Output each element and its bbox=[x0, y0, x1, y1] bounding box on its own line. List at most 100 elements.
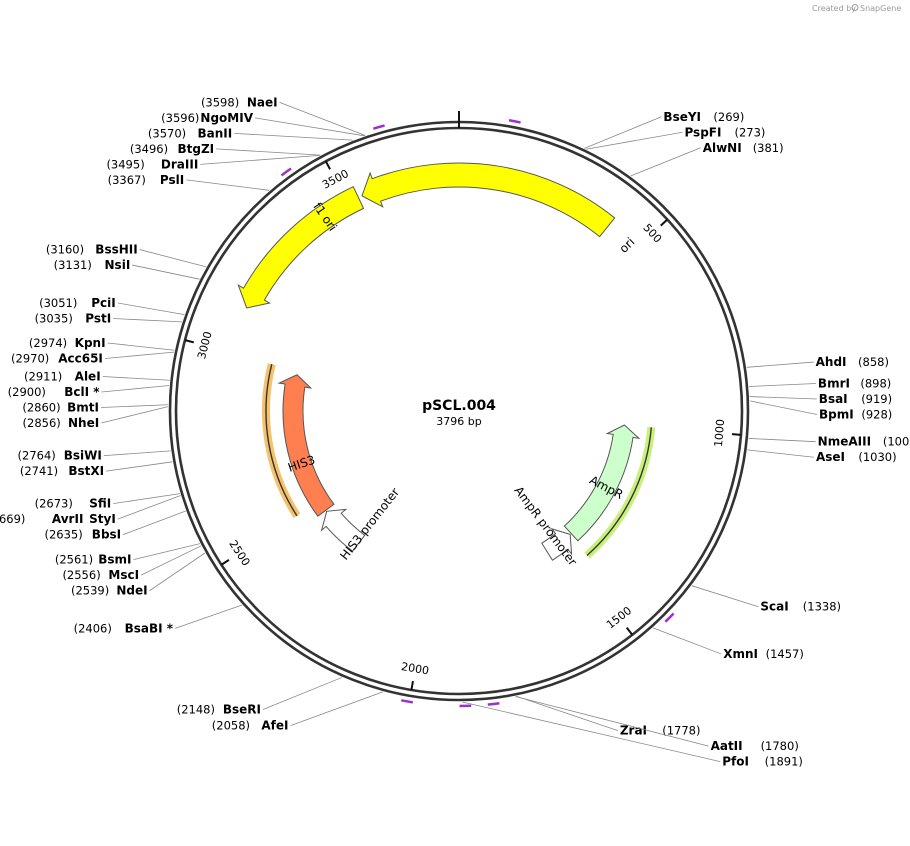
site-bmri-position: (898) bbox=[860, 377, 891, 391]
site-bstxi-leader bbox=[106, 461, 173, 472]
site-ndei-leader bbox=[149, 552, 206, 591]
tick-mark bbox=[184, 339, 194, 344]
site-bsshii-leader bbox=[139, 249, 207, 268]
site-bpmi-leader bbox=[749, 400, 818, 415]
site-pcii-position: (3051) bbox=[39, 296, 77, 310]
site-nmeaiii-leader bbox=[748, 438, 816, 443]
site-bbsi-leader bbox=[123, 510, 186, 535]
site-pfoi-leader bbox=[462, 701, 721, 762]
site-psti-name: PstI bbox=[85, 312, 111, 326]
site-alei-position: (2911) bbox=[24, 370, 62, 384]
primer-f1ori-f-mark bbox=[280, 167, 292, 177]
feature-ampr bbox=[563, 424, 641, 542]
site-bmti-name: BmtI bbox=[67, 401, 99, 415]
site-bpmi-position: (928) bbox=[861, 408, 892, 422]
site-sfii-name: SfiI bbox=[89, 497, 111, 511]
tick-mark bbox=[625, 627, 634, 636]
site-bsmi-leader bbox=[133, 543, 201, 561]
site-ndei-position: (2539) bbox=[71, 584, 109, 598]
site-bsshii-position: (3160) bbox=[46, 243, 84, 257]
tick-mark bbox=[324, 160, 331, 170]
site-acc65i-position: (2970) bbox=[11, 351, 49, 365]
site-bmti-leader bbox=[101, 404, 169, 408]
tick-mark bbox=[220, 559, 230, 566]
site-nsii-position: (3131) bbox=[54, 258, 92, 272]
site-ngomiv-name: NgoMIV bbox=[200, 111, 253, 125]
tick-label: 3500 bbox=[320, 167, 351, 192]
site-aatii-name: AatII bbox=[711, 739, 743, 753]
site-styi-leader bbox=[117, 495, 181, 520]
site-zrai-leader bbox=[516, 695, 618, 731]
site-bstxi-name: BstXI bbox=[68, 464, 104, 478]
site-scai-leader bbox=[691, 585, 759, 608]
site-pfoi-name: PfoI bbox=[722, 755, 749, 769]
site-pcii-leader bbox=[117, 302, 185, 315]
tick-mark bbox=[660, 218, 669, 227]
site-scai-name: ScaI bbox=[760, 600, 788, 614]
site-nmeaiii-position: (1006) bbox=[883, 435, 910, 449]
site-bsiwi-leader bbox=[103, 450, 171, 457]
site-alwni-leader bbox=[630, 147, 701, 177]
site-ahdi-leader bbox=[746, 361, 814, 368]
site-psti-position: (3035) bbox=[35, 312, 73, 326]
feature-his3-promoter bbox=[320, 508, 366, 552]
site-draiii-position: (3495) bbox=[106, 157, 144, 171]
site-naei-position: (3598) bbox=[201, 95, 239, 109]
site-bmri-name: BmrI bbox=[818, 377, 850, 391]
site-bsshii-name: BssHII bbox=[95, 243, 137, 257]
site-kpni-position: (2974) bbox=[29, 336, 67, 350]
site-zrai-position: (1778) bbox=[662, 724, 700, 738]
site-alei-leader bbox=[102, 376, 170, 381]
site-nsii-name: NsiI bbox=[105, 258, 131, 272]
site-bpmi-name: BpmI bbox=[819, 408, 854, 422]
site-afei-position: (2058) bbox=[212, 719, 250, 733]
site-bsiwi-name: BsiWI bbox=[64, 449, 102, 463]
site-btgzi-leader bbox=[216, 148, 321, 156]
primer-amp-r-mark bbox=[664, 612, 675, 623]
site-bmri-leader bbox=[748, 383, 816, 387]
primer-layer bbox=[280, 119, 675, 708]
site-bcli-position: (2900) bbox=[8, 385, 46, 399]
site-pspfi-leader bbox=[585, 131, 683, 150]
plasmid-length: 3796 bp bbox=[436, 415, 481, 428]
site-psli-name: PslI bbox=[160, 173, 184, 187]
site-bmti-position: (2860) bbox=[22, 401, 60, 415]
site-nmeaiii-name: NmeAIII bbox=[818, 435, 871, 449]
tick-mark bbox=[410, 680, 414, 691]
site-styi-name: StyI bbox=[89, 512, 116, 526]
site-psti-leader bbox=[113, 318, 182, 323]
site-bseyi-leader bbox=[584, 116, 662, 149]
site-nhei-name: NheI bbox=[68, 416, 99, 430]
site-bseyi-position: (269) bbox=[713, 110, 744, 124]
site-ahdi-position: (858) bbox=[858, 355, 889, 369]
credit-text: Created by bbox=[812, 4, 856, 13]
feature-ori-label: ori bbox=[617, 235, 638, 256]
site-alwni-name: AlwNI bbox=[703, 141, 742, 155]
site-pspfi-name: PspFI bbox=[684, 125, 721, 139]
site-pfoi-position: (1891) bbox=[765, 755, 803, 769]
site-bsmi-position: (2561) bbox=[55, 553, 93, 567]
site-draiii-leader bbox=[200, 154, 320, 165]
site-naei-name: NaeI bbox=[247, 95, 278, 109]
feature-f1-ori bbox=[237, 185, 365, 309]
site-pspfi-position: (273) bbox=[734, 125, 765, 139]
site-bcli-leader bbox=[101, 385, 170, 393]
site-nsii-leader bbox=[132, 264, 200, 280]
feature-his3 bbox=[277, 374, 335, 517]
site-nhei-position: (2856) bbox=[23, 416, 61, 430]
primer-prs-marker-mark bbox=[401, 699, 413, 704]
site-banii-name: BanII bbox=[197, 126, 232, 140]
site-asei-position: (1030) bbox=[858, 450, 896, 464]
site-bstxi-position: (2741) bbox=[20, 464, 58, 478]
site-psli-leader bbox=[186, 179, 270, 191]
site-btgzi-position: (3496) bbox=[130, 142, 168, 156]
site-bcli-name: BclI * bbox=[64, 385, 100, 399]
tick-label: 2500 bbox=[226, 538, 252, 569]
site-afei-leader bbox=[290, 691, 383, 727]
site-msci-name: MscI bbox=[108, 568, 139, 582]
site-bsai-name: BsaI bbox=[819, 392, 848, 406]
feature-ori bbox=[361, 162, 616, 238]
site-xmni-position: (1457) bbox=[766, 647, 804, 661]
